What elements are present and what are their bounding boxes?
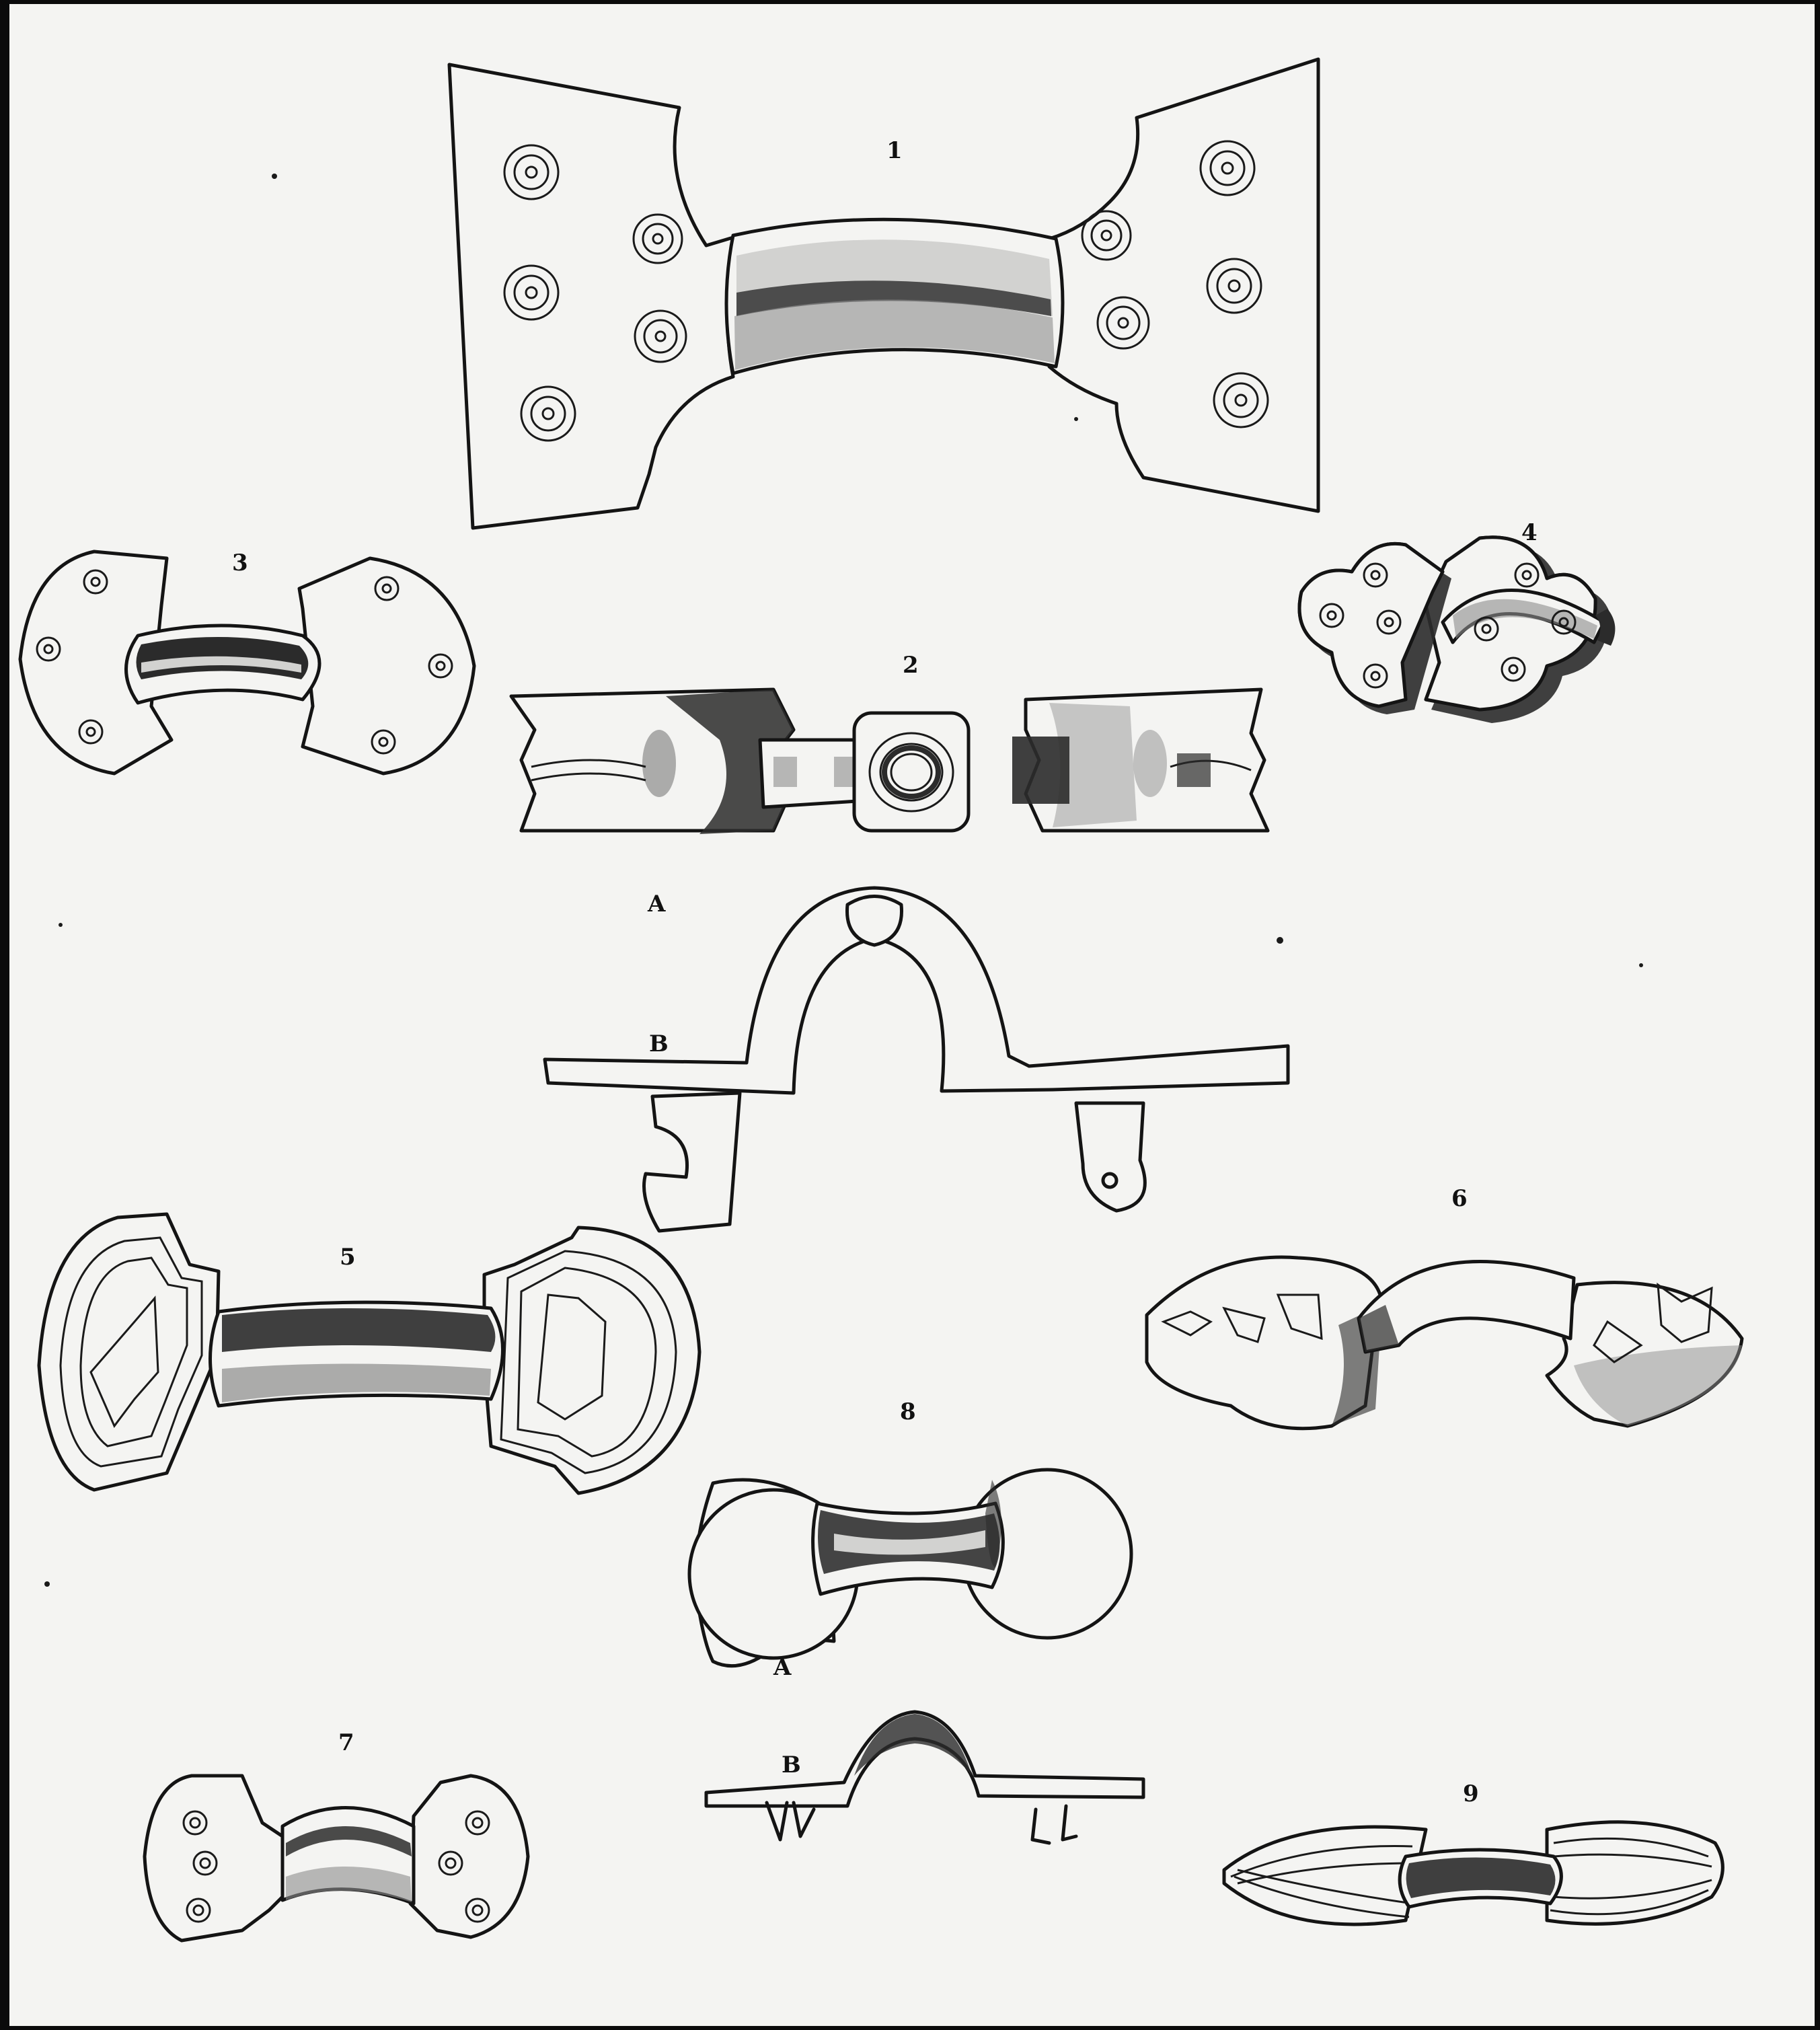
figure-7-label: 7 xyxy=(338,1729,354,1756)
figure-2b-label: B xyxy=(649,1030,669,1057)
figure-9-label: 9 xyxy=(1463,1780,1479,1807)
figure-8b-staple xyxy=(704,1710,1145,1845)
figure-4-mount xyxy=(1297,535,1616,723)
figure-2b-staple xyxy=(543,886,1290,1233)
figure-3-label: 3 xyxy=(232,550,248,576)
figure-8-label: 8 xyxy=(900,1398,916,1425)
figure-6-label: 6 xyxy=(1451,1185,1468,1212)
figure-5-label: 5 xyxy=(340,1244,356,1271)
figure-3-mount xyxy=(18,550,476,776)
figure-2a-label: A xyxy=(647,891,666,917)
figure-2-strap xyxy=(509,687,1270,834)
figure-4-label: 4 xyxy=(1521,519,1538,546)
figure-6-mount xyxy=(1145,1255,1744,1431)
figure-5-mount xyxy=(37,1212,702,1495)
figure-8b-label: B xyxy=(782,1752,801,1778)
figure-7-mount xyxy=(143,1774,530,1943)
figure-2-label: 2 xyxy=(903,652,919,679)
figure-8a-mount xyxy=(687,1468,1133,1668)
plate-specks xyxy=(44,174,1643,1587)
figure-9-mount xyxy=(1222,1820,1724,1926)
figure-1-mount xyxy=(447,57,1320,530)
figure-8a-label: A xyxy=(773,1654,792,1681)
figure-1-label: 1 xyxy=(886,137,903,164)
